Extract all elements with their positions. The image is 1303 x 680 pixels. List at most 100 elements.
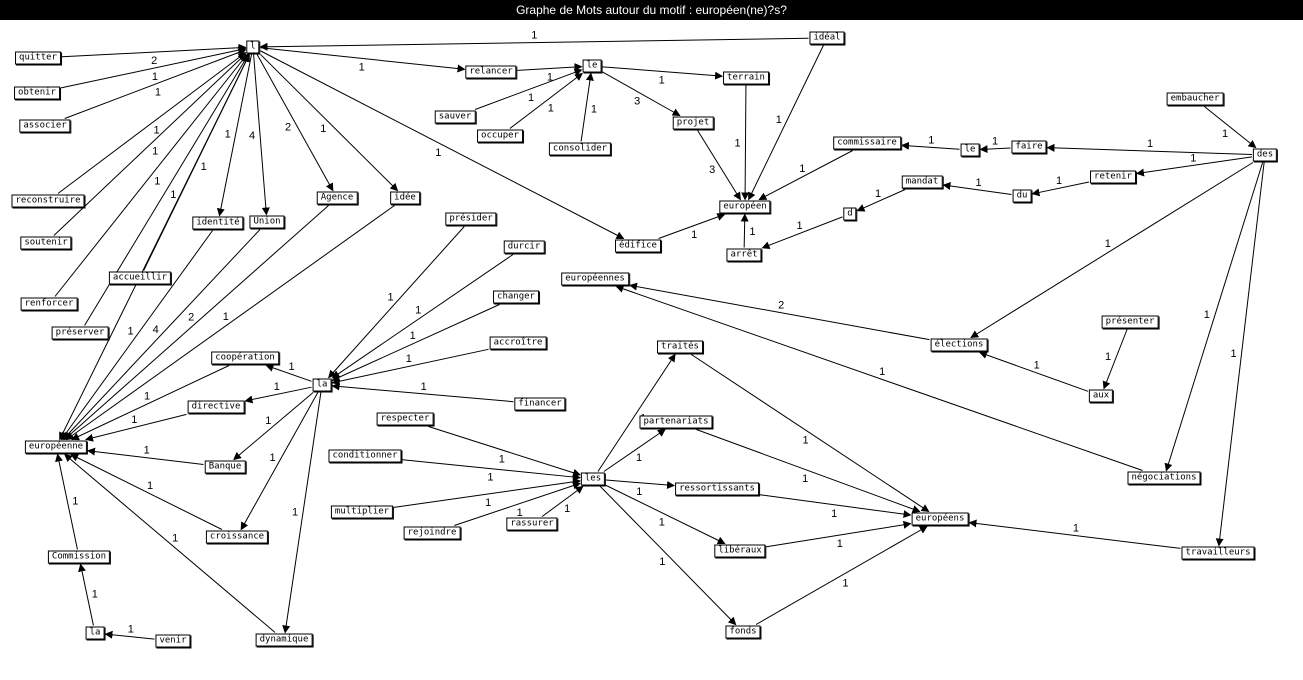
node-europeen[interactable]: européen (719, 200, 771, 214)
node-embaucher[interactable]: embaucher (1166, 92, 1224, 106)
node-elections[interactable]: élections (930, 338, 988, 352)
node-agence[interactable]: Agence (316, 191, 358, 205)
edge-traites-europeens (691, 354, 930, 513)
node-la1[interactable]: la (312, 378, 332, 392)
edge-weight-label: 1 (1034, 359, 1040, 371)
node-terrain[interactable]: terrain (723, 71, 769, 85)
edge-weight-label: 1 (415, 305, 421, 317)
node-travailleurs[interactable]: travailleurs (1181, 546, 1255, 560)
node-les[interactable]: les (580, 472, 606, 486)
edge-weight-label: 1 (1073, 523, 1079, 535)
node-conditionner[interactable]: conditionner (328, 449, 402, 463)
node-retenir[interactable]: retenir (1090, 170, 1136, 184)
node-respecter[interactable]: respecter (376, 412, 434, 426)
node-ideal[interactable]: idéal (809, 31, 845, 45)
node-preserver[interactable]: préserver (51, 326, 109, 340)
node-changer[interactable]: changer (493, 290, 539, 304)
node-presenter[interactable]: présenter (1101, 315, 1159, 329)
edge-preserver-l (84, 53, 249, 326)
edge-weight-label: 1 (289, 361, 295, 373)
node-commission[interactable]: Commission (47, 550, 111, 564)
node-financer[interactable]: financer (514, 397, 566, 411)
node-projet[interactable]: projet (672, 116, 714, 130)
edge-weight-label: 3 (634, 96, 640, 108)
node-liberaux[interactable]: libéraux (714, 544, 766, 558)
node-presider[interactable]: présider (445, 212, 497, 226)
node-le1[interactable]: le (582, 59, 602, 73)
edge-associer-l (64, 48, 247, 119)
node-fonds[interactable]: fonds (725, 625, 761, 639)
node-mandat[interactable]: mandat (901, 175, 943, 189)
edge-la1-croissance (240, 392, 319, 531)
node-arret[interactable]: arrêt (726, 248, 762, 262)
node-venir[interactable]: venir (155, 634, 191, 648)
edge-directive-europeenne (85, 413, 187, 442)
node-rassurer[interactable]: rassurer (506, 517, 558, 531)
edge-weight-label: 1 (928, 134, 934, 146)
edge-cooperation-europeenne (71, 365, 230, 441)
edge-weight-label: 1 (802, 473, 808, 485)
edge-weight-label: 1 (152, 71, 158, 83)
node-negociations[interactable]: négociations (1127, 471, 1201, 485)
node-europeens[interactable]: européens (911, 512, 969, 526)
node-durcir[interactable]: durcir (503, 240, 545, 254)
node-d[interactable]: d (843, 207, 857, 221)
edge-negociations-europeennes (615, 285, 1143, 471)
edge-croissance-europeenne (70, 454, 223, 530)
node-reconstruire[interactable]: reconstruire (11, 194, 85, 208)
node-rejoindre[interactable]: rejoindre (403, 526, 461, 540)
node-la2[interactable]: la (85, 626, 105, 640)
node-soutenir[interactable]: soutenir (20, 236, 72, 250)
node-europeennes[interactable]: européennes (561, 272, 629, 286)
node-occuper[interactable]: occuper (477, 129, 523, 143)
node-le2[interactable]: le (960, 143, 980, 157)
edge-weight-label: 1 (734, 137, 740, 149)
node-multiplier[interactable]: multiplier (330, 505, 394, 519)
node-ressortissants[interactable]: ressortissants (675, 482, 759, 496)
node-quitter[interactable]: quitter (15, 51, 61, 65)
node-croissance[interactable]: croissance (205, 530, 269, 544)
node-associer[interactable]: associer (19, 119, 71, 133)
edge-weight-label: 1 (359, 61, 365, 73)
node-identite[interactable]: identité (192, 216, 244, 230)
node-dynamique[interactable]: dynamique (255, 633, 313, 647)
edge-union-europeenne (62, 229, 261, 441)
node-commissaire[interactable]: commissaire (833, 136, 901, 150)
edge-weight-label: 1 (659, 517, 665, 529)
edge-les-partenariats (603, 428, 666, 472)
edge-weight-label: 1 (842, 577, 848, 589)
node-faire[interactable]: faire (1011, 140, 1047, 154)
node-consolider[interactable]: consolider (548, 142, 612, 156)
node-sauver[interactable]: sauver (434, 110, 476, 124)
edge-sauver-le1 (474, 68, 583, 110)
edge-weight-label: 1 (265, 415, 271, 427)
node-relancer[interactable]: relancer (465, 65, 517, 79)
node-accueillir[interactable]: accueillir (108, 271, 172, 285)
node-edifice[interactable]: édifice (615, 239, 661, 253)
node-banque[interactable]: Banque (204, 460, 246, 474)
node-directive[interactable]: directive (187, 400, 245, 414)
edge-elections-europeennes (629, 282, 930, 341)
node-europeenne[interactable]: européenne (24, 440, 88, 454)
edge-weight-label: 1 (147, 480, 153, 492)
node-cooperation[interactable]: coopération (211, 351, 279, 365)
node-obtenir[interactable]: obtenir (14, 86, 60, 100)
node-accroitre[interactable]: accroître (489, 336, 547, 350)
edge-les-ressortissants (605, 479, 675, 489)
node-partenariats[interactable]: partenariats (639, 415, 713, 429)
edge-l-edifice (260, 50, 625, 239)
node-du[interactable]: du (1012, 189, 1032, 203)
node-union[interactable]: Union (249, 215, 285, 229)
edge-rejoindre-les (454, 481, 581, 526)
node-traites[interactable]: traités (657, 340, 703, 354)
node-aux[interactable]: aux (1088, 389, 1114, 403)
edge-weight-label: 4 (153, 324, 159, 336)
edge-identite-europeenne (60, 230, 213, 441)
node-l[interactable]: l (246, 40, 260, 54)
node-idee[interactable]: idée (390, 191, 420, 205)
edge-des-retenir (1136, 156, 1253, 177)
node-renforcer[interactable]: renforcer (20, 297, 78, 311)
edge-mandat-d (856, 189, 906, 212)
edge-weight-label: 1 (548, 102, 554, 114)
node-des[interactable]: des (1252, 148, 1278, 162)
